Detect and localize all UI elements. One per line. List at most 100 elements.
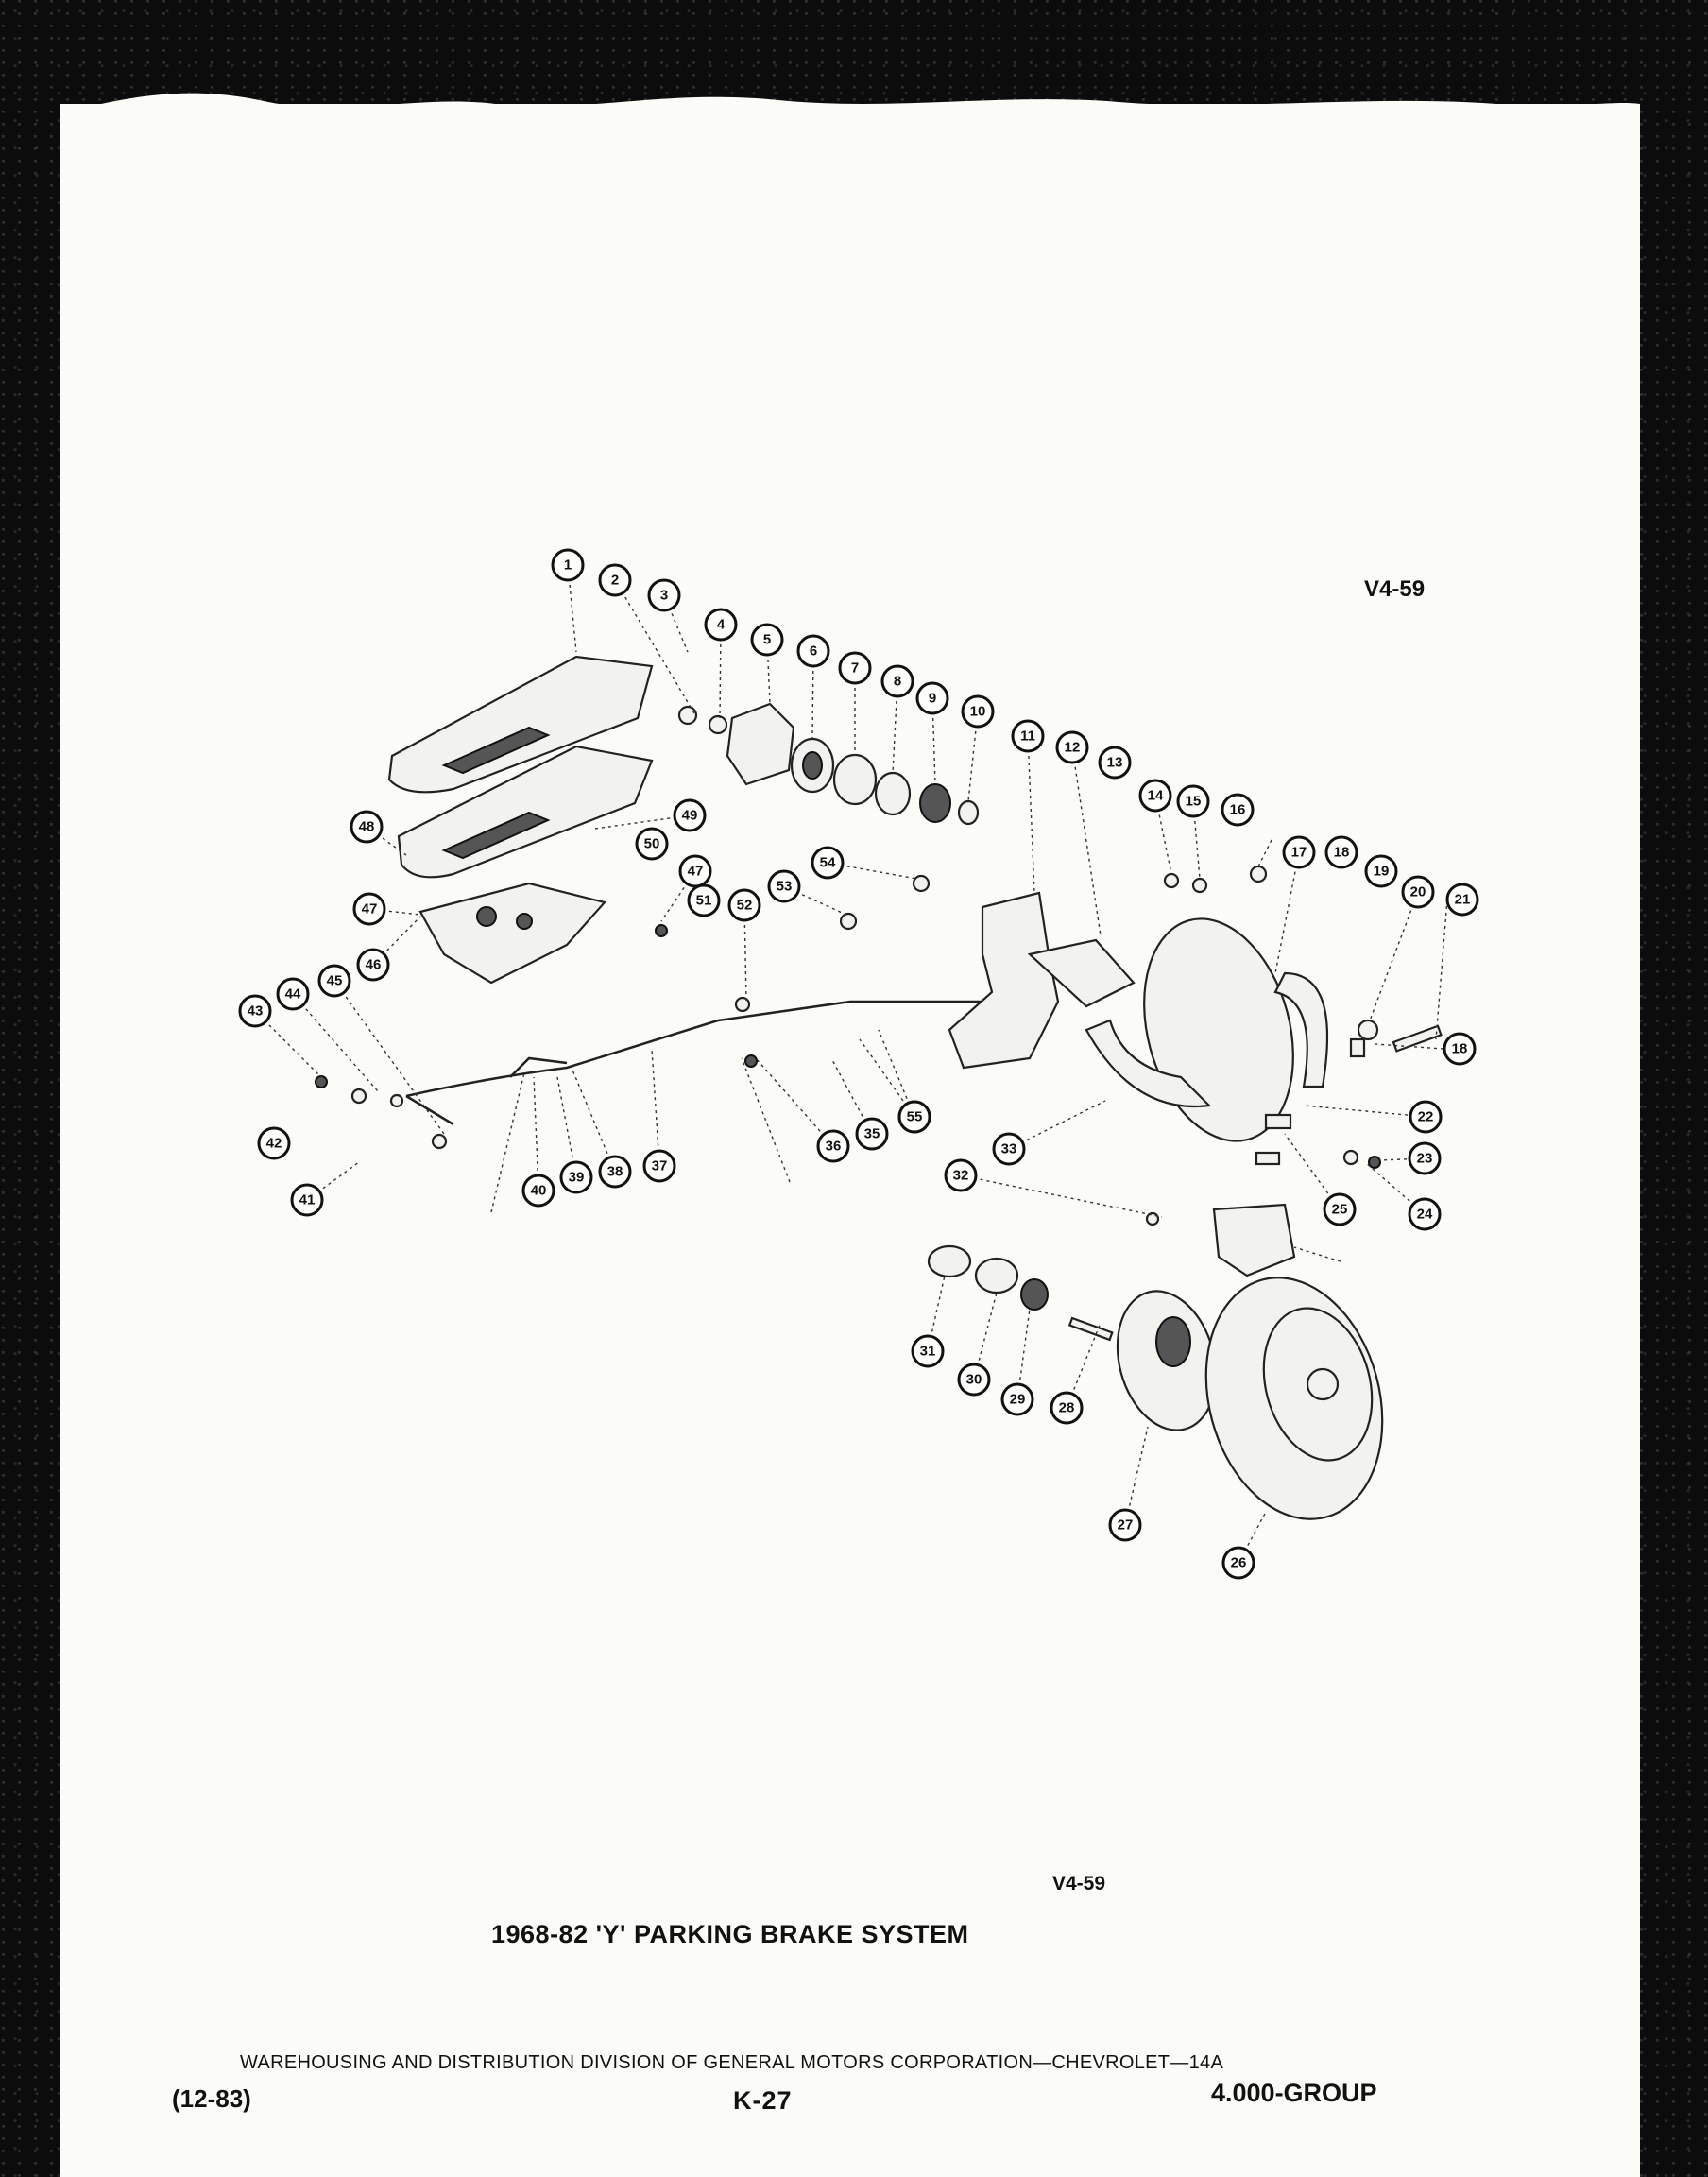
callout-24: 24: [1408, 1197, 1442, 1231]
callout-26: 26: [1221, 1546, 1255, 1580]
callout-49: 49: [673, 798, 707, 832]
callout-label: 5: [763, 632, 771, 648]
callout-label: 13: [1107, 755, 1123, 771]
callout-35: 35: [855, 1117, 889, 1151]
callout-47: 47: [352, 892, 386, 926]
console-cover-part: [387, 655, 654, 794]
callout-43: 43: [238, 994, 272, 1028]
callout-23: 23: [1408, 1141, 1442, 1175]
callout-label: 23: [1417, 1151, 1433, 1167]
callout-label: 29: [1010, 1392, 1026, 1408]
callout-label: 7: [851, 660, 859, 677]
callout-label: 37: [652, 1158, 668, 1174]
callout-20: 20: [1401, 875, 1435, 909]
callout-label: 15: [1186, 794, 1202, 810]
callout-33: 33: [992, 1132, 1026, 1166]
callout-3: 3: [647, 578, 681, 612]
callout-label: 26: [1231, 1555, 1247, 1571]
bracket-part: [726, 702, 795, 786]
brake-cable: [405, 1000, 982, 1098]
callout-40: 40: [521, 1174, 555, 1208]
callout-22: 22: [1409, 1100, 1443, 1134]
callout-18: 18: [1324, 835, 1358, 869]
callout-32: 32: [944, 1158, 978, 1192]
callout-46: 46: [356, 948, 390, 982]
callout-31: 31: [911, 1334, 945, 1368]
callout-17: 17: [1282, 835, 1316, 869]
callout-5: 5: [750, 623, 784, 657]
callout-4: 4: [704, 608, 738, 642]
callout-label: 17: [1291, 845, 1307, 861]
callout-52: 52: [727, 888, 761, 922]
callout-9: 9: [915, 681, 949, 715]
footer-page-number: K-27: [733, 2086, 793, 2115]
callout-label: 43: [248, 1003, 264, 1020]
callout-19: 19: [1364, 854, 1398, 888]
callout-label: 6: [810, 643, 817, 660]
callout-7: 7: [838, 651, 872, 685]
callout-label: 8: [894, 674, 901, 690]
callout-label: 50: [644, 836, 660, 852]
callout-label: 35: [864, 1126, 880, 1142]
callout-label: 51: [696, 893, 712, 909]
callout-label: 53: [777, 879, 793, 895]
callout-label: 2: [611, 573, 619, 589]
callout-39: 39: [559, 1160, 593, 1194]
callout-label: 52: [737, 898, 753, 914]
callout-label: 18: [1334, 845, 1350, 861]
callout-18: 18: [1443, 1032, 1477, 1066]
catalog-page: [60, 104, 1640, 2177]
callout-label: 49: [682, 808, 698, 824]
callout-42: 42: [257, 1126, 291, 1160]
callout-13: 13: [1098, 746, 1132, 780]
footer-division-line: WAREHOUSING AND DISTRIBUTION DIVISION OF…: [240, 2052, 1224, 2073]
caliper-part: [1212, 1203, 1296, 1277]
callout-45: 45: [317, 964, 351, 998]
callout-27: 27: [1108, 1508, 1142, 1542]
callout-label: 18: [1452, 1041, 1468, 1057]
callout-label: 45: [327, 973, 343, 989]
callout-label: 19: [1374, 864, 1390, 880]
callout-16: 16: [1221, 793, 1255, 827]
callout-label: 41: [299, 1192, 316, 1208]
callout-14: 14: [1138, 779, 1172, 813]
callout-label: 42: [266, 1136, 282, 1152]
callout-label: 4: [717, 617, 726, 633]
callout-label: 12: [1065, 740, 1081, 756]
callout-51: 51: [687, 883, 721, 917]
callout-44: 44: [276, 977, 310, 1011]
callout-label: 44: [285, 986, 301, 1003]
callout-11: 11: [1011, 719, 1045, 753]
callout-label: 32: [953, 1168, 969, 1184]
callout-25: 25: [1323, 1192, 1357, 1226]
footer-group: 4.000-GROUP: [1211, 2079, 1377, 2107]
page-title: 1968-82 'Y' PARKING BRAKE SYSTEM: [491, 1920, 969, 1948]
lever-assembly-part: [418, 882, 607, 985]
page-edge: [60, 93, 1640, 132]
callout-label: 20: [1410, 884, 1426, 900]
callout-label: 9: [929, 691, 936, 707]
callout-label: 33: [1001, 1141, 1017, 1157]
callout-10: 10: [961, 694, 995, 729]
callout-8: 8: [880, 664, 914, 698]
callout-label: 54: [820, 855, 836, 871]
callout-label: 10: [970, 704, 986, 720]
callout-12: 12: [1055, 730, 1089, 764]
callout-15: 15: [1176, 784, 1210, 818]
callout-label: 16: [1230, 802, 1246, 818]
figure-code-bottom: V4-59: [1052, 1873, 1106, 1894]
callout-41: 41: [290, 1183, 324, 1217]
brake-shoe-part: [1273, 971, 1329, 1088]
callout-label: 27: [1118, 1517, 1134, 1534]
callout-label: 55: [907, 1109, 923, 1125]
callout-label: 25: [1332, 1202, 1348, 1218]
callout-label: 47: [362, 901, 378, 917]
callout-label: 22: [1418, 1109, 1434, 1125]
callout-50: 50: [635, 827, 669, 861]
callout-label: 3: [660, 588, 668, 604]
callout-label: 11: [1020, 729, 1035, 745]
callout-1: 1: [551, 548, 585, 582]
callout-29: 29: [1000, 1382, 1034, 1416]
callout-47: 47: [678, 854, 712, 888]
